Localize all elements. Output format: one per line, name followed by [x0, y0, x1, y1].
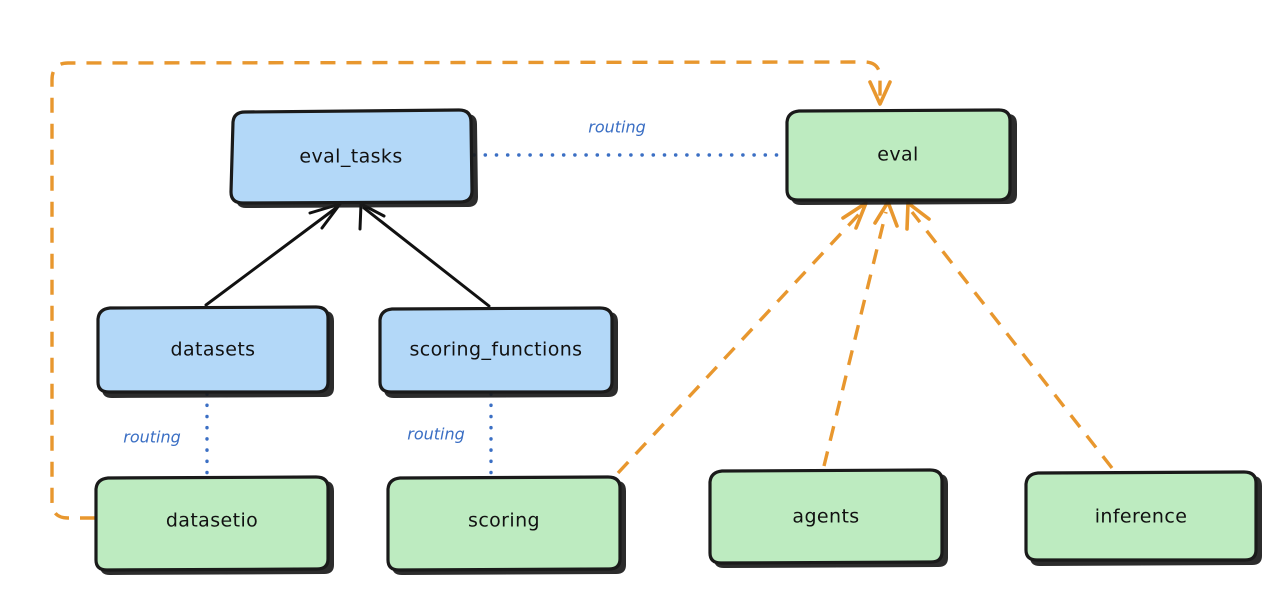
node-label-eval_tasks: eval_tasks [299, 146, 402, 168]
node-label-scoring: scoring [468, 510, 540, 532]
node-datasets[interactable]: datasets [96, 305, 334, 398]
node-label-datasetio: datasetio [166, 510, 258, 532]
edge-datasetio-eval [50, 60, 892, 520]
edge-label-routing-datasets-datasetio: routing [123, 428, 181, 447]
node-label-datasets: datasets [171, 339, 256, 361]
node-label-agents: agents [792, 506, 859, 528]
node-label-scoring_functions: scoring_functions [410, 339, 583, 361]
edge-datasets-eval_tasks [204, 202, 342, 307]
node-inference[interactable]: inference [1024, 470, 1262, 566]
edge-scoring-eval [616, 201, 868, 475]
edge-inference-eval [905, 201, 1114, 470]
node-datasetio[interactable]: datasetio [94, 475, 334, 575]
node-scoring_functions[interactable]: scoring_functions [378, 306, 618, 398]
node-eval[interactable]: eval [785, 108, 1017, 205]
node-agents[interactable]: agents [708, 468, 948, 568]
edge-label-routing-eval_tasks-eval: routing [588, 118, 646, 137]
node-scoring[interactable]: scoring [386, 475, 626, 575]
edge-scoring_functions-eval_tasks [358, 202, 491, 308]
node-label-eval: eval [877, 144, 918, 166]
edge-label-routing-scoring_functions-scoring: routing [407, 425, 465, 444]
node-label-inference: inference [1095, 506, 1188, 528]
node-eval_tasks[interactable]: eval_tasks [229, 108, 478, 208]
